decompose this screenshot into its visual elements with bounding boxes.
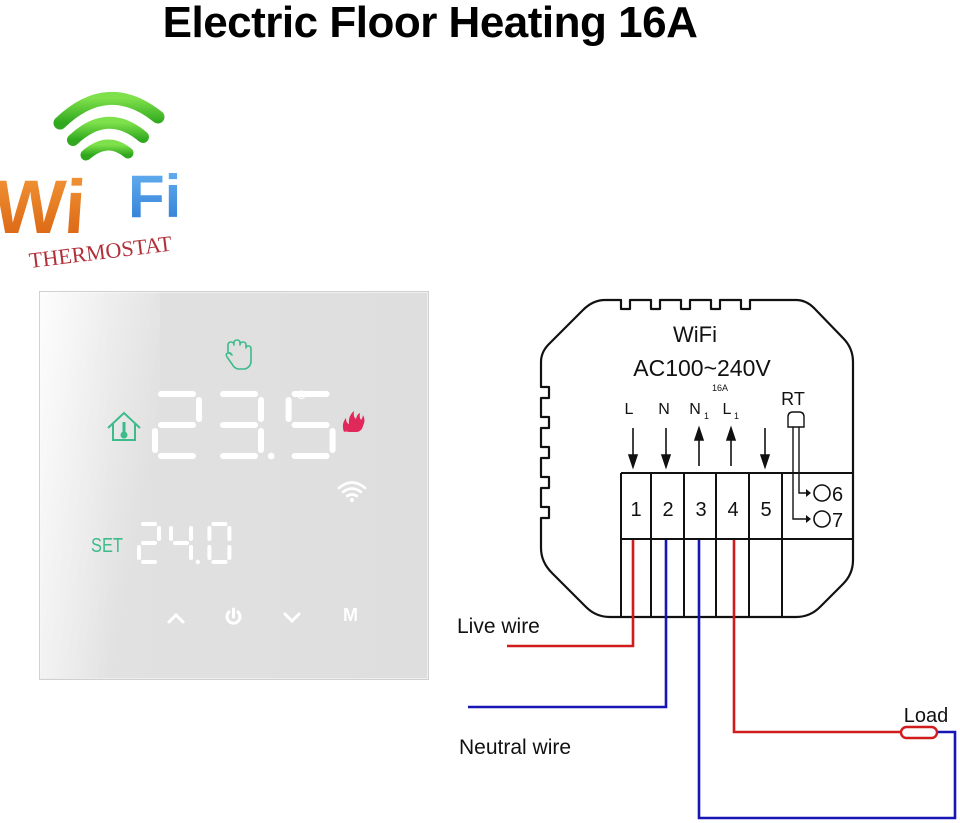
sensor-rt-label: RT bbox=[781, 389, 805, 409]
wifi-arc-middle bbox=[67, 116, 149, 146]
power-button[interactable] bbox=[225, 607, 242, 625]
arrow-head bbox=[627, 454, 639, 470]
live-wire bbox=[507, 540, 635, 648]
temperature-unit: °C bbox=[292, 388, 306, 402]
arrow-head bbox=[693, 425, 705, 441]
load-heater-icon bbox=[899, 725, 939, 740]
down-button[interactable] bbox=[283, 612, 301, 624]
sensor-terminal-6 bbox=[813, 484, 831, 502]
terminal-label-l: L bbox=[625, 401, 634, 418]
load-label: Load bbox=[904, 705, 949, 727]
sensor-terminal-7 bbox=[813, 510, 831, 528]
logo-fi-text: Fi bbox=[128, 163, 181, 230]
arrow-head bbox=[660, 454, 672, 470]
wifi-thermostat-logo: Wi Fi THERMOSTAT bbox=[0, 85, 200, 270]
load-live-wire bbox=[732, 540, 901, 734]
svg-text:7: 7 bbox=[832, 510, 843, 532]
power-icon bbox=[225, 610, 242, 625]
set-label: SET bbox=[91, 535, 123, 557]
terminal-label-n: N bbox=[658, 401, 670, 418]
svg-text:1: 1 bbox=[734, 411, 739, 421]
svg-text:6: 6 bbox=[832, 484, 843, 506]
wifi-arc-inner bbox=[80, 139, 134, 161]
terminal-1: 1 bbox=[630, 499, 641, 521]
module-rating-label: 16A bbox=[712, 383, 728, 393]
wifi-arc-outer bbox=[53, 91, 165, 130]
module-outline bbox=[539, 298, 855, 619]
chevron-down-icon bbox=[283, 612, 301, 624]
load-neutral-return-wire bbox=[697, 540, 957, 820]
up-button[interactable] bbox=[167, 612, 185, 624]
module-wifi-label: WiFi bbox=[673, 322, 717, 347]
sensor-probe-icon bbox=[787, 411, 805, 428]
terminal-3: 3 bbox=[695, 499, 706, 521]
svg-text:1: 1 bbox=[704, 411, 709, 421]
terminal-label-l1: L bbox=[723, 401, 732, 418]
page-title: Electric Floor Heating 16A bbox=[162, 0, 698, 47]
live-wire-label: Live wire bbox=[457, 615, 540, 638]
arrow-head bbox=[759, 454, 771, 470]
neutral-wire bbox=[468, 540, 668, 709]
terminal-2: 2 bbox=[662, 499, 673, 521]
module-voltage-label: AC100~240V bbox=[633, 355, 771, 381]
terminal-5: 5 bbox=[760, 499, 771, 521]
glass-reflection bbox=[40, 292, 160, 678]
terminal-arrows bbox=[627, 425, 771, 470]
mode-button[interactable]: M bbox=[343, 605, 358, 625]
neutral-wire-label: Neutral wire bbox=[459, 736, 572, 759]
chevron-up-icon bbox=[167, 612, 185, 624]
terminal-label-n1: N bbox=[689, 401, 701, 418]
wifi-logo-icon: Wi Fi THERMOSTAT bbox=[0, 91, 181, 270]
terminal-4: 4 bbox=[727, 499, 738, 521]
logo-wi-text: Wi bbox=[0, 165, 89, 250]
arrow-head bbox=[725, 425, 737, 441]
terminal-block bbox=[620, 472, 853, 617]
